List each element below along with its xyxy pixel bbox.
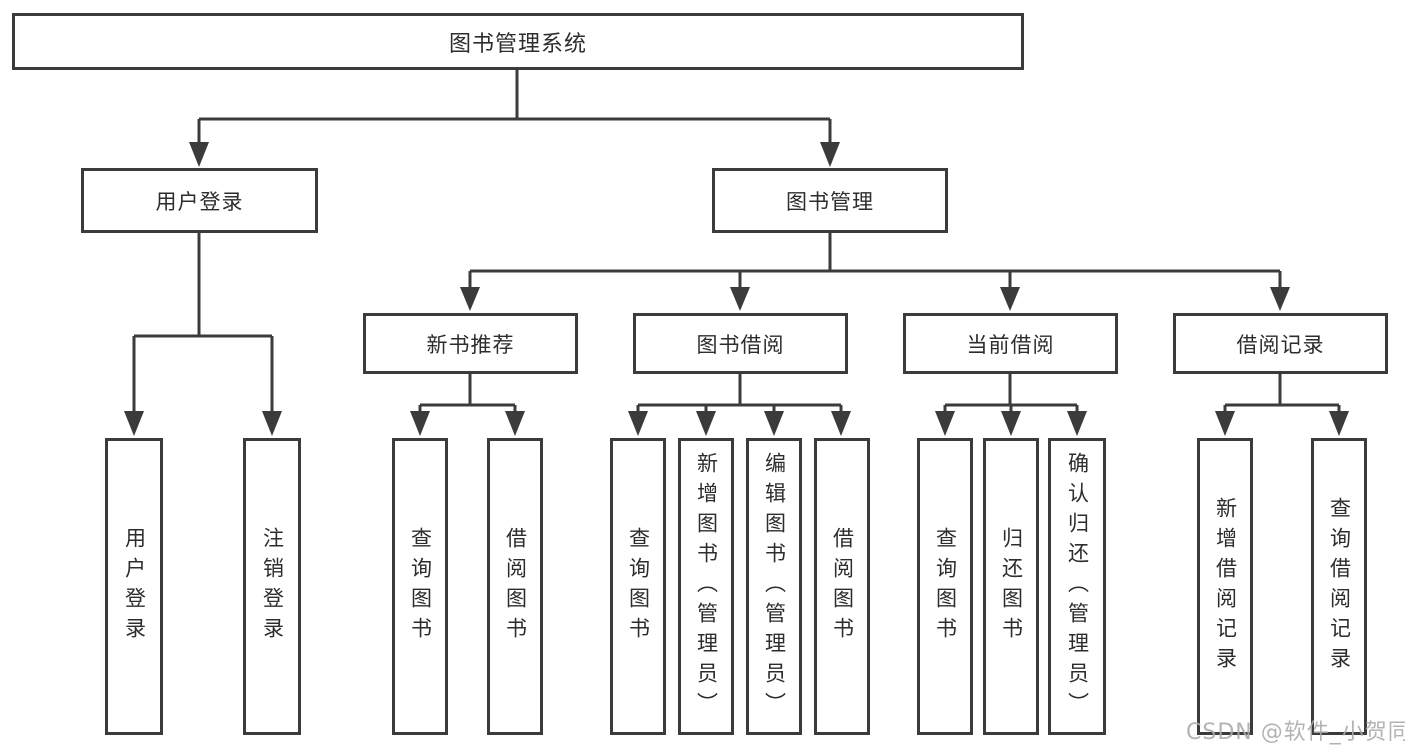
- leaf-add-borrow-record: 新增借阅记录: [1197, 438, 1253, 735]
- arrow-down-icon: [1067, 411, 1087, 436]
- arrow-down-icon: [410, 411, 430, 436]
- arrow-down-icon: [730, 287, 750, 311]
- arrow-down-icon: [764, 411, 784, 436]
- leaf-query-books-recommend: 查询图书: [392, 438, 448, 735]
- leaf-add-book-admin: 新增图书（管理员）: [678, 438, 734, 735]
- arrow-down-icon: [124, 411, 144, 436]
- leaf-user-login: 用户登录: [105, 438, 163, 735]
- arrow-down-icon: [696, 411, 716, 436]
- leaf-borrow-books: 借阅图书: [814, 438, 870, 735]
- watermark: CSDN @软件_小贺同学: [1186, 720, 1405, 745]
- arrow-down-icon: [460, 287, 480, 311]
- leaf-confirm-return-admin: 确认归还（管理员）: [1048, 438, 1106, 735]
- leaf-query-books-borrow: 查询图书: [610, 438, 666, 735]
- leaf-edit-book-admin: 编辑图书（管理员）: [746, 438, 802, 735]
- node-book-management: 图书管理: [712, 168, 948, 233]
- arrow-down-icon: [935, 411, 955, 436]
- arrow-down-icon: [1270, 287, 1290, 311]
- arrowheads: [124, 142, 1349, 436]
- node-book-borrow: 图书借阅: [633, 313, 848, 374]
- arrow-down-icon: [505, 411, 525, 436]
- node-user-login: 用户登录: [81, 168, 318, 233]
- arrow-down-icon: [262, 411, 282, 436]
- node-new-book-recommend: 新书推荐: [363, 313, 578, 374]
- node-borrow-records: 借阅记录: [1173, 313, 1388, 374]
- connector-lines: [132, 70, 1341, 411]
- leaf-return-book: 归还图书: [983, 438, 1039, 735]
- leaf-query-books-current: 查询图书: [917, 438, 973, 735]
- arrow-down-icon: [1215, 411, 1235, 436]
- arrow-down-icon: [1001, 411, 1021, 436]
- arrow-down-icon: [1329, 411, 1349, 436]
- leaf-logout: 注销登录: [243, 438, 301, 735]
- arrow-down-icon: [189, 142, 209, 167]
- arrow-down-icon: [628, 411, 648, 436]
- leaf-query-borrow-record: 查询借阅记录: [1311, 438, 1367, 735]
- arrow-down-icon: [1000, 287, 1020, 311]
- node-root-system: 图书管理系统: [12, 13, 1024, 70]
- arrow-down-icon: [820, 142, 840, 167]
- arrow-down-icon: [831, 411, 851, 436]
- node-current-borrow: 当前借阅: [903, 313, 1118, 374]
- leaf-borrow-books-recommend: 借阅图书: [487, 438, 543, 735]
